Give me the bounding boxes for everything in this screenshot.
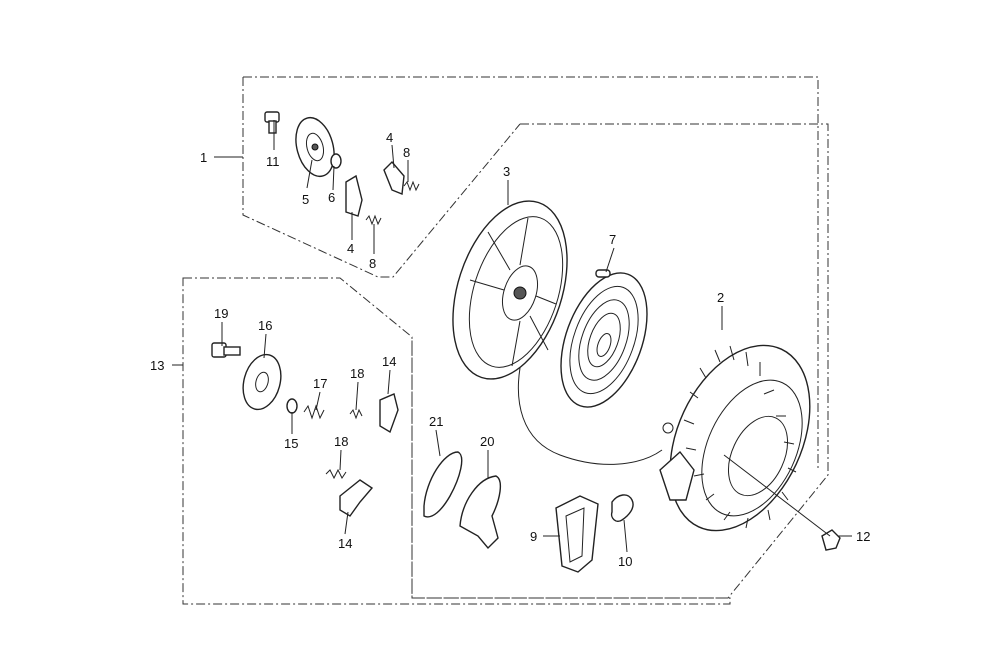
group-1-boundary [242,76,819,470]
part-2-starter-case [659,344,811,532]
part-17-spring [303,404,325,420]
callout-labels: 1 11 5 6 4 8 4 8 3 7 2 9 10 12 13 19 16 … [150,130,870,569]
part-6-washer [330,153,342,169]
part-10-rope-clip [610,494,634,522]
group-boundaries [182,76,829,605]
part-14-ratchet-upper [379,393,399,434]
callout-10: 10 [618,554,632,569]
part-12-bolt [821,529,841,551]
part-14-ratchet-lower [339,479,374,517]
part-20-rope-guide [459,475,502,550]
part-7-recoil-spring [560,269,648,408]
callout-7: 7 [609,232,616,247]
part-5-drive-plate [295,116,335,178]
callout-3: 3 [503,164,510,179]
callout-15: 15 [284,436,298,451]
part-19-bolt [211,342,241,358]
part-11-bolt [264,111,280,134]
callout-14-upper: 14 [382,354,396,369]
callout-14-lower: 14 [338,536,352,551]
callout-18-lower: 18 [334,434,348,449]
part-4-ratchet-lower [345,174,363,217]
part-4-ratchet-upper [383,160,405,195]
part-9-starter-handle [555,495,599,573]
part-21-rope-guide [423,451,463,518]
callout-11: 11 [266,154,280,169]
part-3-reel [452,200,663,465]
part-18-spring-upper [349,408,363,420]
callout-6: 6 [328,190,335,205]
callout-8-lower: 8 [369,256,376,271]
part-8-spring-lower [365,214,382,226]
part-15-washer [286,398,298,414]
callout-21: 21 [429,414,443,429]
callout-9: 9 [530,529,537,544]
callout-4-upper: 4 [386,130,393,145]
callout-17: 17 [313,376,327,391]
callout-19: 19 [214,306,228,321]
callout-12: 12 [856,529,870,544]
callout-18-upper: 18 [350,366,364,381]
callout-20: 20 [480,434,494,449]
callout-4-lower: 4 [347,241,354,256]
callout-2: 2 [717,290,724,305]
leader-lines [172,120,852,553]
callout-13: 13 [150,358,164,373]
group-13-boundary [182,277,731,605]
callout-5: 5 [302,192,309,207]
part-16-pulley [242,353,282,411]
callout-1: 1 [200,150,207,165]
part-8-spring-upper [403,180,420,192]
callout-16: 16 [258,318,272,333]
part-18-spring-lower [325,468,347,480]
callout-8-upper: 8 [403,145,410,160]
